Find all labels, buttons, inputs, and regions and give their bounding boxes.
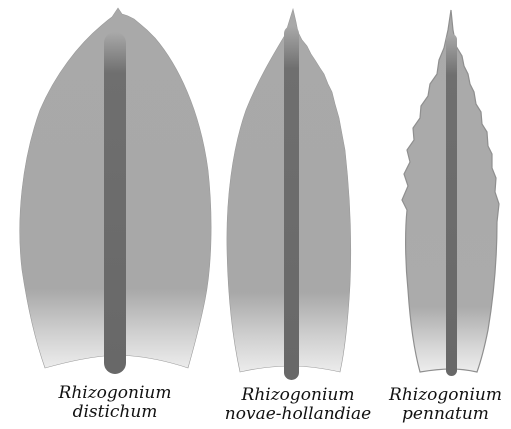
- leaf-distichum-costa: [104, 32, 126, 374]
- caption-novae-hollandiae: Rhizogonium novae-hollandiae: [218, 386, 378, 424]
- leaf-pennatum-costa: [446, 34, 457, 376]
- leaf-novae-hollandiae-costa: [284, 26, 299, 380]
- caption-distichum-species: distichum: [40, 403, 190, 422]
- caption-distichum: Rhizogonium distichum: [40, 384, 190, 422]
- caption-pennatum: Rhizogonium pennatum: [380, 386, 511, 424]
- caption-distichum-genus: Rhizogonium: [40, 384, 190, 403]
- leaf-distichum: [20, 8, 211, 374]
- caption-novae-hollandiae-species: novae-hollandiae: [218, 405, 378, 424]
- caption-pennatum-species: pennatum: [380, 405, 511, 424]
- leaf-pennatum: [402, 10, 499, 376]
- leaf-novae-hollandiae: [227, 9, 351, 380]
- caption-novae-hollandiae-genus: Rhizogonium: [218, 386, 378, 405]
- caption-pennatum-genus: Rhizogonium: [380, 386, 511, 405]
